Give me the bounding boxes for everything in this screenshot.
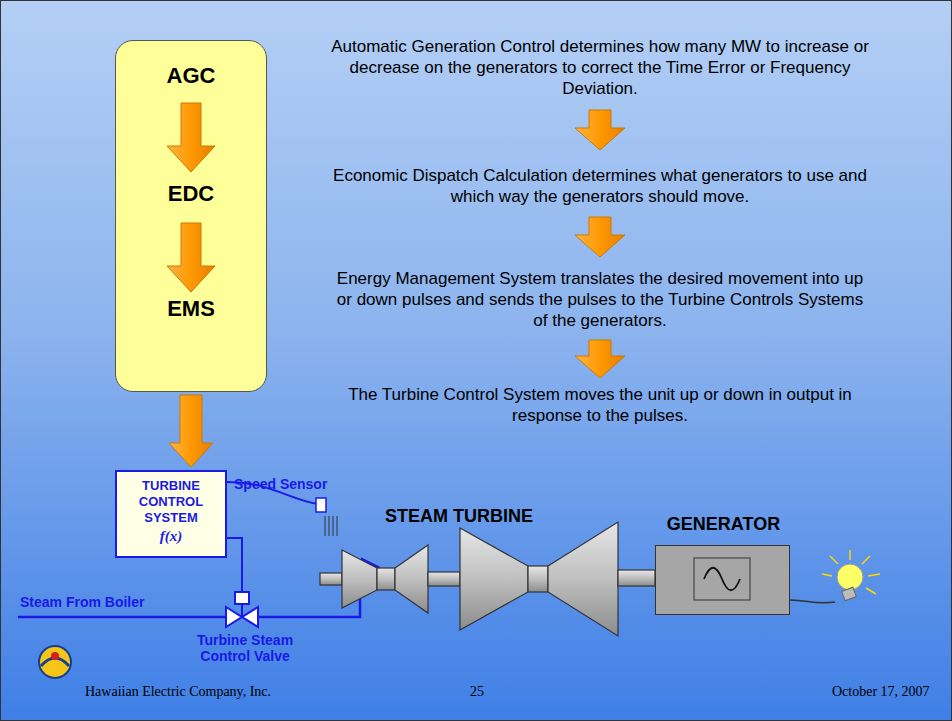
part-label: Turbine Steam Control Valve [185, 632, 305, 664]
component-heading: GENERATOR [646, 514, 801, 535]
turbine-control-box: TURBINE CONTROL SYSTEM f(x) [115, 470, 227, 558]
chain-arrow [167, 103, 215, 172]
chain-arrow [167, 223, 215, 292]
part-label: Steam From Boiler [20, 594, 144, 610]
part-label: Speed Sensor [234, 476, 327, 492]
sine-symbol [656, 546, 788, 613]
stage-abbreviation: EDC [116, 181, 266, 207]
page-number: 25 [470, 684, 484, 700]
step-description: The Turbine Control System moves the uni… [330, 384, 870, 426]
box-title: TURBINE CONTROL SYSTEM [121, 478, 221, 526]
function-symbol: f(x) [121, 528, 221, 544]
flow-arrow [169, 395, 213, 467]
part-label: STEAM TURBINE [385, 506, 533, 527]
symbol-frame [694, 558, 750, 600]
step-description: Automatic Generation Control determines … [330, 36, 870, 99]
step-description: Energy Management System translates the … [330, 268, 870, 331]
chain-arrows [116, 41, 266, 391]
step-description: Economic Dispatch Calculation determines… [330, 165, 870, 207]
control-chain-box: AGC EDC EMS [115, 40, 267, 392]
sine-wave [704, 568, 740, 591]
footer-company: Hawaiian Electric Company, Inc. [85, 684, 271, 700]
stage-abbreviation: AGC [116, 63, 266, 89]
footer-date: October 17, 2007 [832, 684, 930, 700]
generator-box: GENERATOR [655, 545, 790, 615]
stage-abbreviation: EMS [116, 296, 266, 322]
